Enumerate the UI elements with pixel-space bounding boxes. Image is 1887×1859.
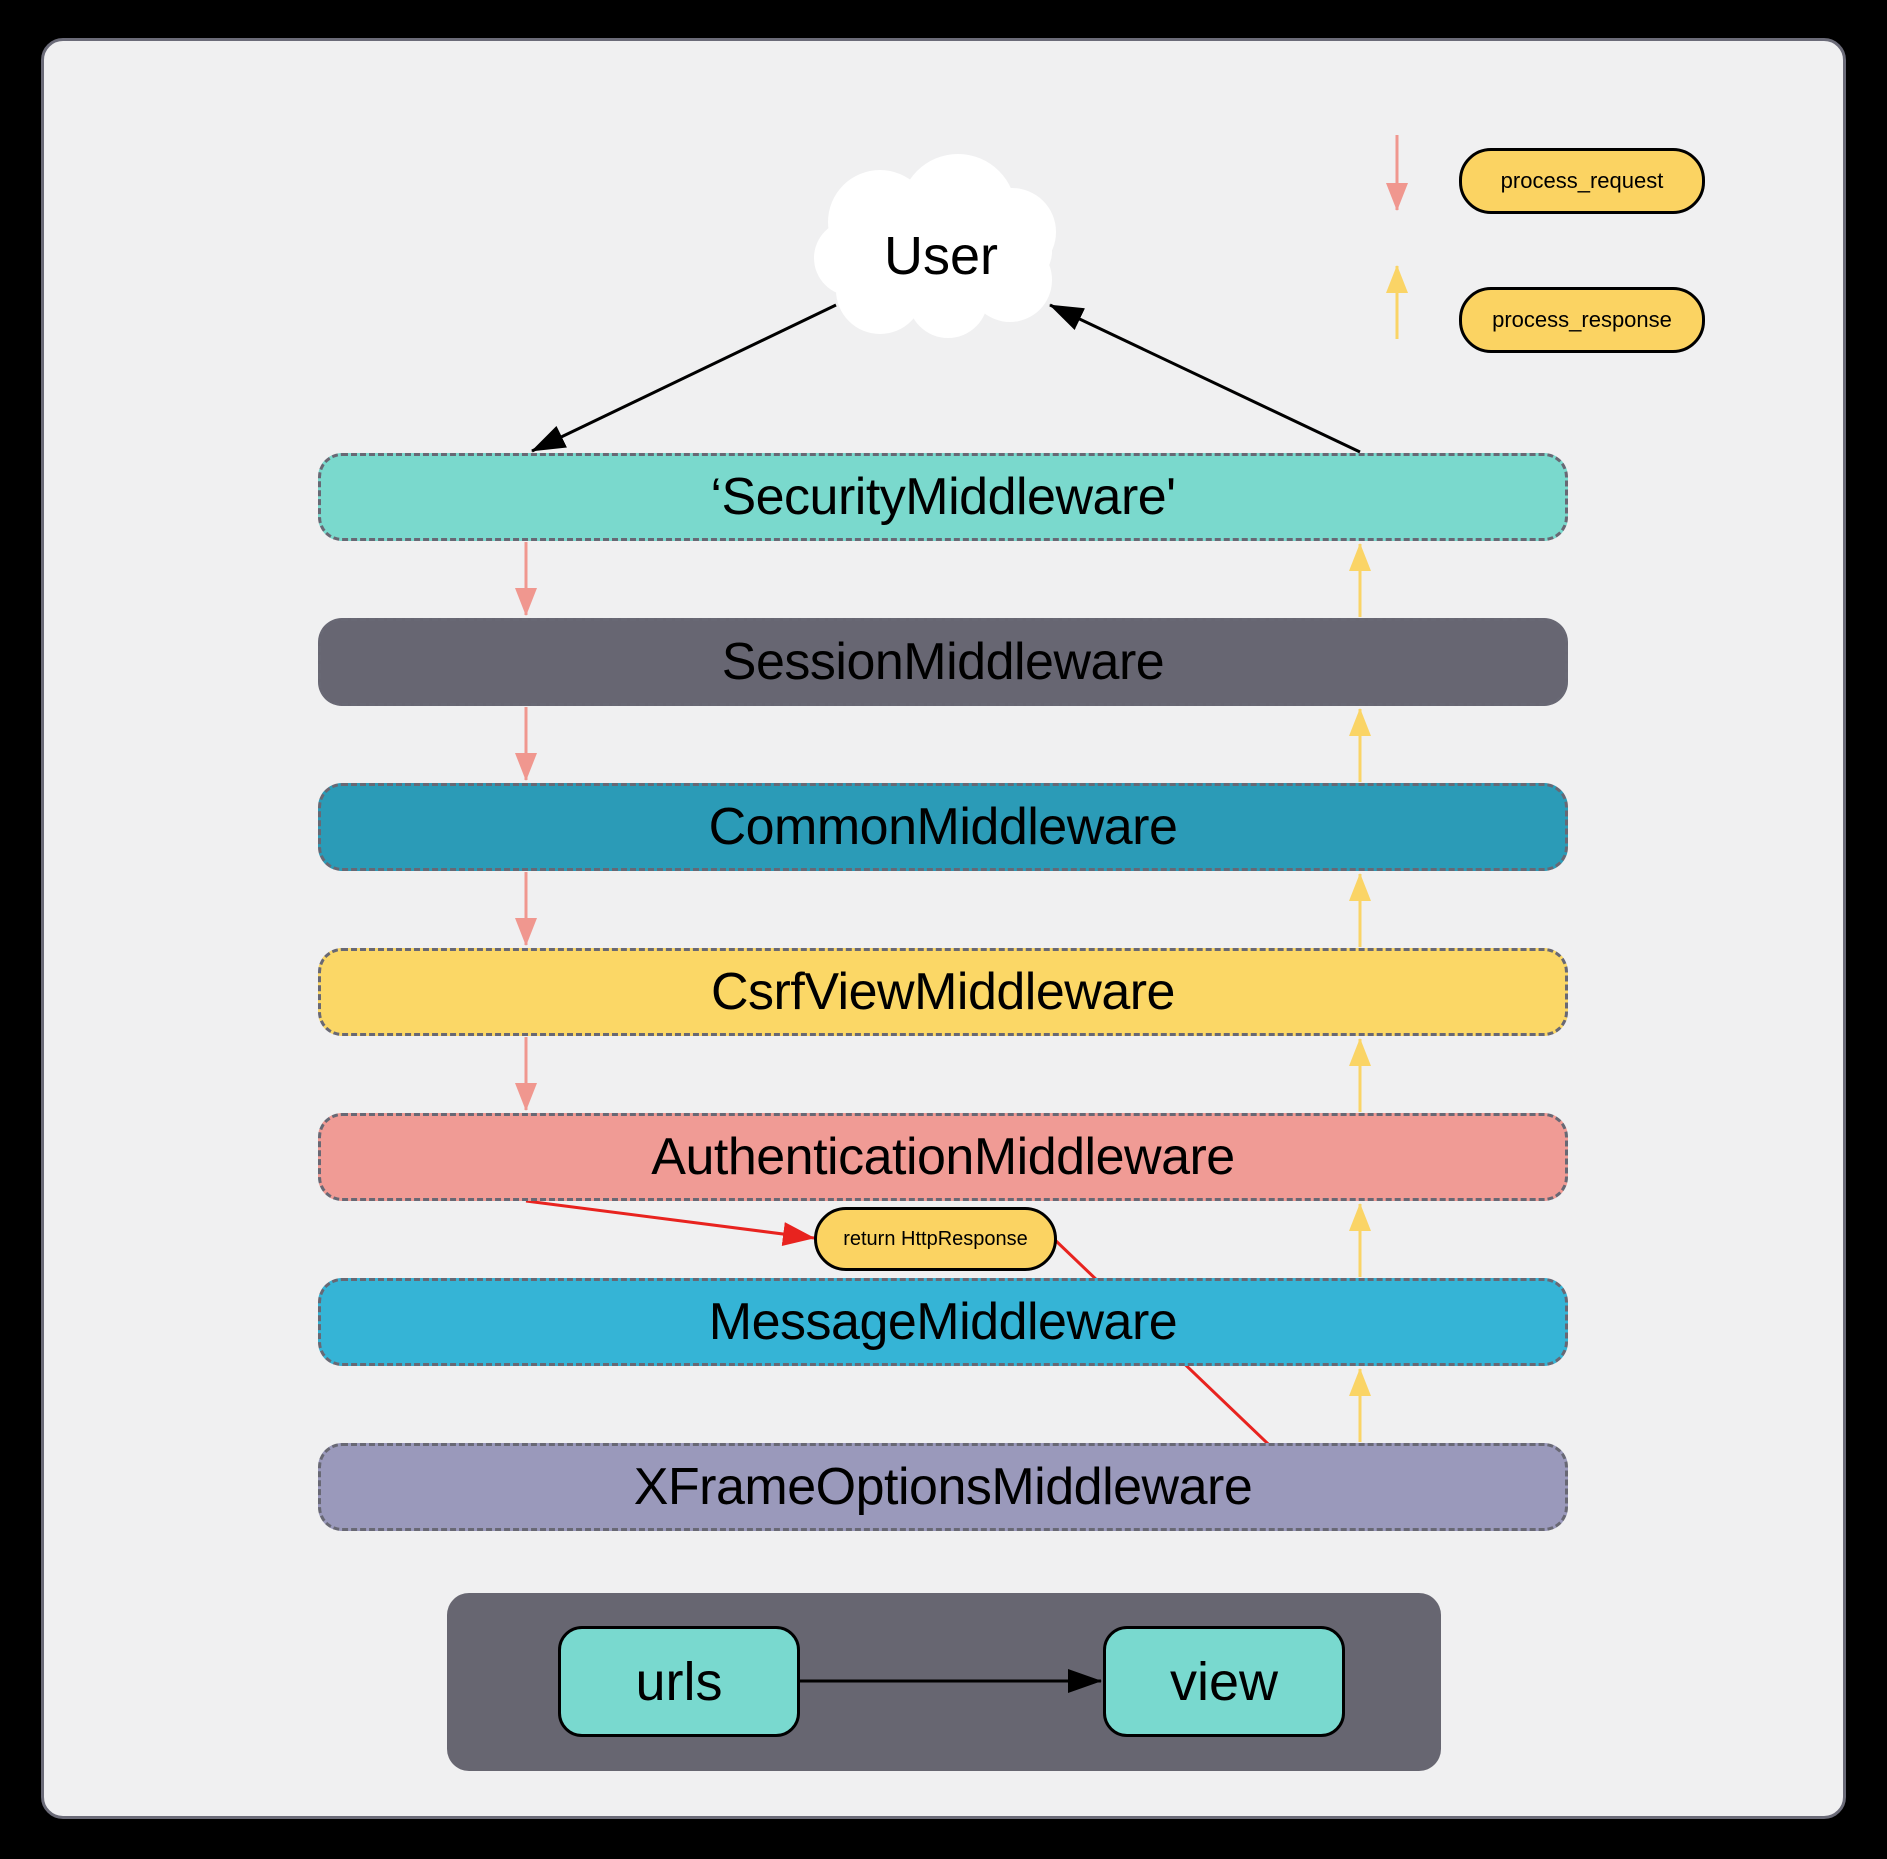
user-cloud: [814, 154, 1056, 338]
layer-label: CommonMiddleware: [708, 798, 1178, 856]
return-http-response-pill: return HttpResponse: [814, 1207, 1057, 1271]
view-box: view: [1103, 1626, 1345, 1737]
layer-label: CsrfViewMiddleware: [711, 963, 1175, 1021]
urls-box: urls: [558, 1626, 800, 1737]
legend-process-request: process_request: [1459, 148, 1705, 214]
layer-session-middleware: SessionMiddleware: [318, 618, 1568, 706]
layer-label: MessageMiddleware: [708, 1293, 1178, 1351]
legend-process-response: process_response: [1459, 287, 1705, 353]
security-to-user-arrow: [1049, 303, 1361, 454]
user-label: User: [884, 226, 999, 286]
layer-csrf-view-middleware: CsrfViewMiddleware: [318, 948, 1568, 1036]
layer-label: SessionMiddleware: [721, 633, 1165, 691]
layer-label: AuthenticationMiddleware: [651, 1128, 1235, 1186]
layer-common-middleware: CommonMiddleware: [318, 783, 1568, 871]
user-to-security-arrow: [531, 303, 837, 453]
layer-label: XFrameOptionsMiddleware: [633, 1458, 1253, 1516]
layer-xframe-options-middleware: XFrameOptionsMiddleware: [318, 1443, 1568, 1531]
view-label: view: [1169, 1651, 1279, 1712]
layer-message-middleware: MessageMiddleware: [318, 1278, 1568, 1366]
layer-security-middleware: ‘SecurityMiddleware': [318, 453, 1568, 541]
urls-label: urls: [635, 1651, 723, 1712]
layer-authentication-middleware: AuthenticationMiddleware: [318, 1113, 1568, 1201]
legend-process-request-label: process_request: [1500, 168, 1664, 193]
auth-to-return-arrow: [525, 1199, 815, 1246]
legend-process-response-label: process_response: [1492, 307, 1672, 332]
layer-label: ‘SecurityMiddleware': [710, 468, 1176, 526]
return-http-response-label: return HttpResponse: [843, 1227, 1028, 1250]
